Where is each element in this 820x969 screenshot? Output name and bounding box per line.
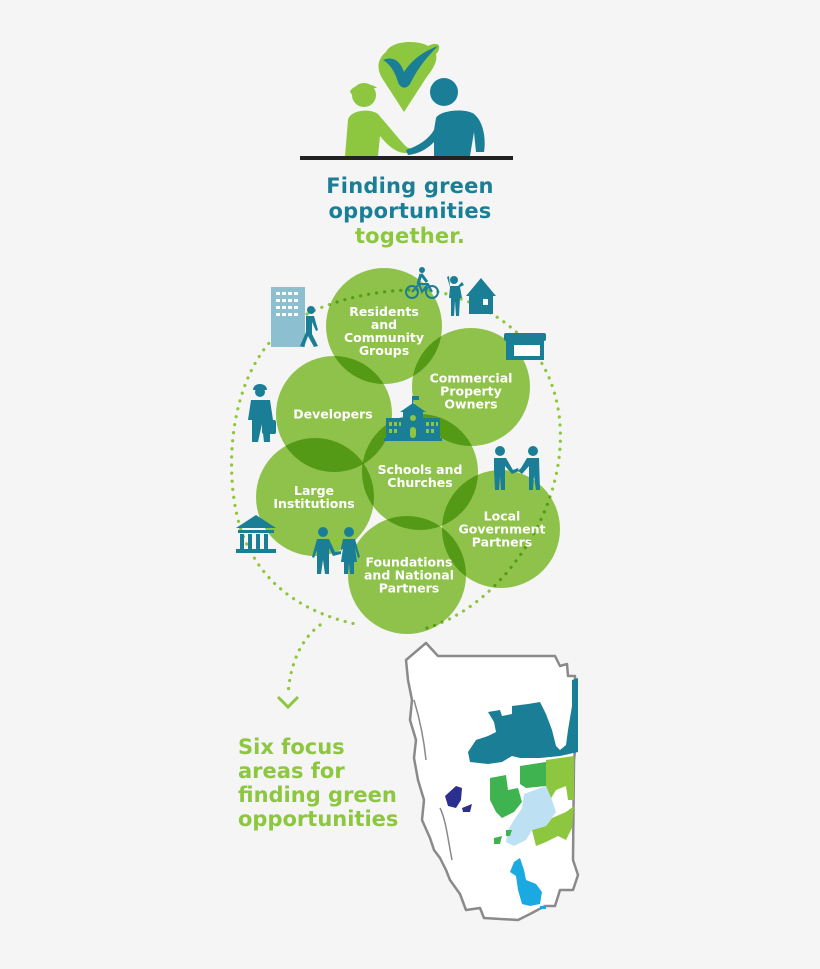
man-figure-icon (406, 78, 485, 156)
house-icon (466, 278, 496, 314)
storefront-icon (504, 333, 546, 360)
arrow-head-icon (276, 695, 300, 710)
circle-foundations (348, 516, 466, 634)
page-title: Finding green opportunities together. (290, 174, 530, 249)
focus-area-light-blue (506, 786, 556, 846)
schoolhouse-icon (384, 396, 442, 441)
label-institutions: Large Institutions (273, 483, 355, 511)
focus-areas-heading: Six focus areas for finding green opport… (238, 735, 399, 831)
holding-hands-icon (312, 527, 360, 574)
woman-figure-icon (345, 83, 410, 156)
circle-institutions (256, 438, 374, 556)
focus-area-sky (510, 858, 542, 906)
construction-worker-icon (248, 384, 276, 442)
focus-area-green (490, 762, 546, 818)
office-building-icon (271, 287, 305, 347)
table-line (300, 156, 513, 160)
handshake-people-icon (494, 446, 540, 490)
label-local-government: Local Government Partners (458, 508, 546, 550)
map-pin-icon (378, 42, 440, 112)
label-residents: Residents and Community Groups (343, 304, 425, 358)
focus-area-teal (468, 678, 578, 764)
bicycle-icon (405, 267, 439, 299)
focus-area-lime (532, 756, 574, 846)
title-line-1: Finding green (326, 174, 494, 198)
focus-area-navy (445, 786, 472, 812)
institution-building-icon (236, 515, 276, 553)
label-foundations: Foundations and National Partners (364, 554, 454, 596)
handshake-illustration (300, 42, 513, 160)
dotted-arrow (286, 623, 322, 697)
label-commercial: Commercial Property Owners (429, 370, 513, 412)
label-schools: Schools and Churches (377, 462, 463, 490)
title-line-3: together. (354, 224, 466, 248)
title-line-2: opportunities (328, 199, 492, 223)
label-developers: Developers (293, 406, 373, 422)
walking-person-icon (300, 306, 318, 347)
person-waving-icon (447, 276, 464, 316)
